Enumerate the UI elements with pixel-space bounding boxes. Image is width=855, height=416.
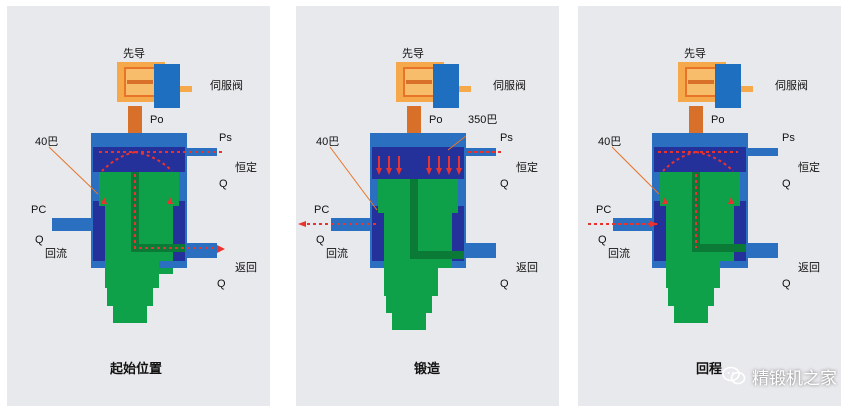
const-q-label: Q xyxy=(500,178,509,190)
q-left-label: Q xyxy=(316,234,325,246)
po-label: Po xyxy=(711,114,725,126)
servo-label: 伺服阀 xyxy=(493,80,526,92)
wechat-icon xyxy=(722,366,746,385)
press-diagram-start xyxy=(48,62,225,323)
caption-forge: 锻造 xyxy=(414,361,441,376)
watermark-text: 精锻机之家 xyxy=(752,368,837,388)
q-left-label: Q xyxy=(598,234,607,246)
watermark: 精锻机之家 xyxy=(722,364,837,388)
pressure-350-label: 350巴 xyxy=(468,114,498,126)
ps-label: Ps xyxy=(782,132,795,144)
return-flow-label: 回流 xyxy=(326,248,348,260)
pressure-40-label: 40巴 xyxy=(316,136,340,148)
pilot-label: 先导 xyxy=(684,48,706,60)
po-label: Po xyxy=(150,114,164,126)
press-diagram-return xyxy=(588,62,778,323)
pilot-label: 先导 xyxy=(123,48,145,60)
pressure-40-label: 40巴 xyxy=(35,136,59,148)
const-q-label: Q xyxy=(219,178,228,190)
ps-label: Ps xyxy=(219,132,232,144)
caption-return: 回程 xyxy=(696,361,723,376)
servo-block xyxy=(154,64,180,108)
q-left-label: Q xyxy=(35,234,44,246)
panel-forge: 先导 伺服阀 Po 350巴 Ps 40巴 恒定 Q PC Q 回流 返回 Q … xyxy=(296,6,559,406)
upper-chamber xyxy=(93,147,185,172)
press-diagram-forge xyxy=(298,62,501,330)
return-q-label: Q xyxy=(782,278,791,290)
return-flow-label: 回流 xyxy=(45,248,67,260)
const-label: 恒定 xyxy=(798,162,820,174)
const-label: 恒定 xyxy=(516,162,538,174)
pressure-40-label: 40巴 xyxy=(598,136,622,148)
panel-start: 先导 伺服阀 Po Ps 40巴 恒定 Q PC Q 回流 返回 Q 起始位置 xyxy=(7,6,270,406)
return-q-label: Q xyxy=(217,278,226,290)
down-arrows xyxy=(376,156,462,175)
servo-label: 伺服阀 xyxy=(210,80,243,92)
return-label: 返回 xyxy=(798,262,820,274)
const-q-label: Q xyxy=(782,178,791,190)
servo-label: 伺服阀 xyxy=(775,80,808,92)
ps-label: Ps xyxy=(500,132,513,144)
po-label: Po xyxy=(429,114,443,126)
pc-label: PC xyxy=(314,204,330,216)
return-label: 返回 xyxy=(516,262,538,274)
caption-start: 起始位置 xyxy=(110,361,163,376)
return-q-label: Q xyxy=(500,278,509,290)
pc-label: PC xyxy=(596,204,612,216)
pilot-label: 先导 xyxy=(402,48,424,60)
panel-return: 先导 伺服阀 Po Ps 40巴 恒定 Q PC Q 回流 返回 Q 回程 xyxy=(578,6,841,406)
return-flow-label: 回流 xyxy=(608,248,630,260)
const-label: 恒定 xyxy=(235,162,257,174)
flow-path xyxy=(99,151,222,249)
pc-label: PC xyxy=(31,204,47,216)
return-label: 返回 xyxy=(235,262,257,274)
